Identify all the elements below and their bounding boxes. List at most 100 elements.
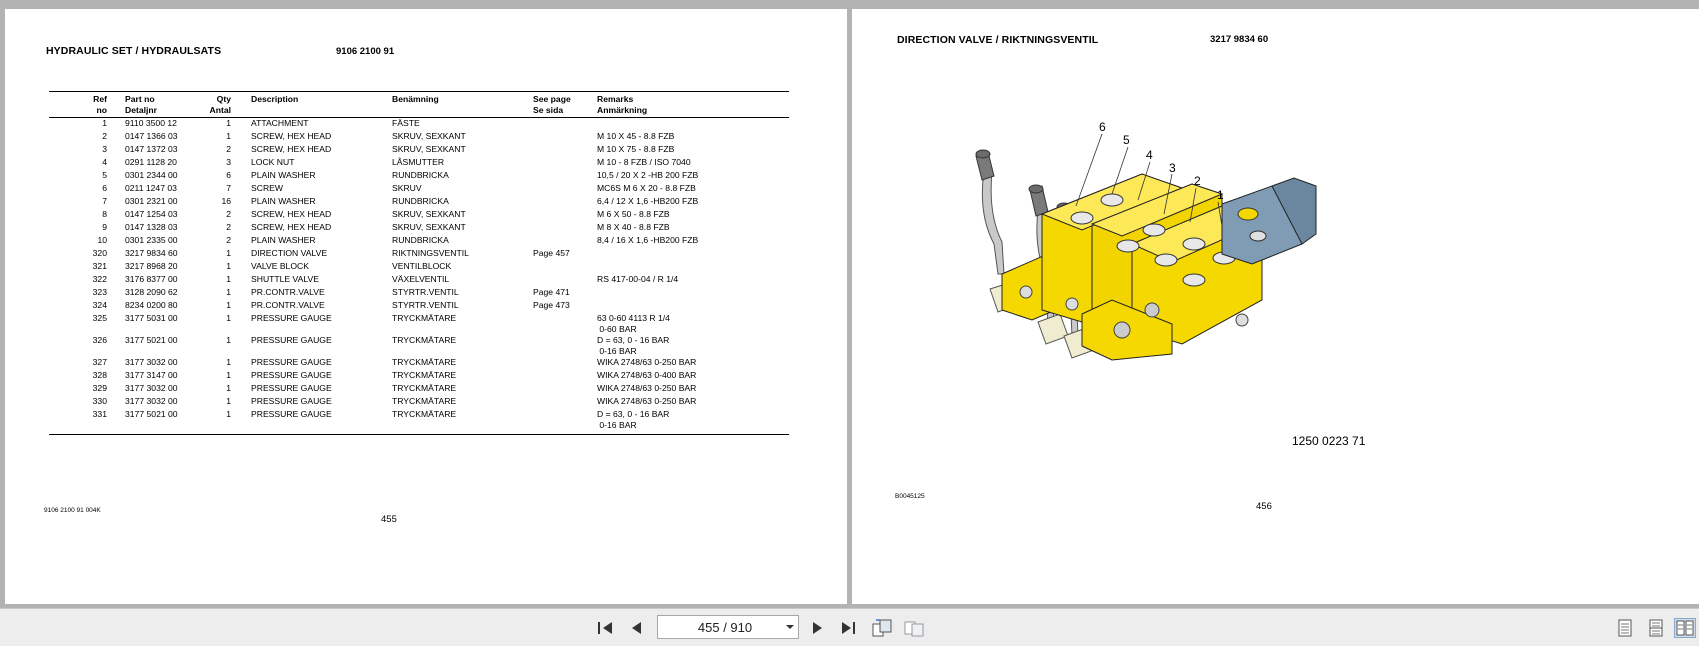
viewer-toolbar: 455 / 910	[0, 608, 1699, 646]
cell-ref: 2	[102, 131, 107, 141]
cell-benamning: LÅSMUTTER	[392, 157, 445, 167]
callout-5: 5	[1123, 133, 1130, 147]
document-number: 3217 9834 60	[1210, 34, 1269, 45]
cell-see-page: Page 473	[533, 300, 570, 310]
chevron-down-icon[interactable]	[782, 624, 798, 630]
cell-benamning: TRYCKMÄTARE	[392, 357, 457, 367]
cell-see-page	[533, 383, 597, 396]
cell-see-page	[533, 357, 597, 370]
cell-description: SCREW, HEX HEAD	[251, 222, 332, 232]
single-page-view-icon	[1618, 619, 1632, 637]
cell-ref: 7	[102, 196, 107, 206]
cell-remarks: 6,4 / 12 X 1,6 -HB200 FZB	[597, 196, 699, 206]
callout-1: 1	[1217, 188, 1224, 202]
cell-benamning: STYRTR.VENTIL	[392, 287, 459, 297]
cell-benamning: SKRUV	[392, 183, 422, 193]
document-viewer[interactable]: HYDRAULIC SET / HYDRAULSATS 9106 2100 91…	[0, 0, 1699, 608]
cell-ref: 320	[92, 248, 107, 258]
cell-remarks: MC6S M 6 X 20 - 8.8 FZB	[597, 183, 696, 193]
prev-page-button[interactable]	[625, 618, 647, 638]
continuous-view-icon	[1649, 619, 1663, 637]
page-indicator: 455 / 910	[697, 619, 753, 635]
cell-remarks: D = 63, 0 - 16 BAR 0-16 BAR	[597, 335, 670, 356]
cell-part-no: 0147 1366 03	[125, 131, 178, 141]
cell-qty: 1	[226, 261, 231, 271]
cell-part-no: 3177 5021 00	[125, 335, 178, 345]
cell-description: DIRECTION VALVE	[251, 248, 328, 258]
cell-description: SCREW	[251, 183, 283, 193]
two-page-view-button[interactable]	[1674, 618, 1696, 638]
cell-qty: 1	[226, 357, 231, 367]
cell-part-no: 3177 5031 00	[125, 313, 178, 323]
cell-remarks: 10,5 / 20 X 2 -HB 200 FZB	[597, 170, 699, 180]
cell-ref: 4	[102, 157, 107, 167]
cell-description: ATTACHMENT	[251, 118, 309, 128]
last-page-button[interactable]	[838, 618, 860, 638]
cell-see-page	[533, 313, 597, 335]
cell-part-no: 3177 3147 00	[125, 370, 178, 380]
prev-page-icon	[632, 622, 641, 634]
cell-description: PLAIN WASHER	[251, 170, 316, 180]
single-page-view-button[interactable]	[1614, 618, 1636, 638]
cell-benamning: FÄSTE	[392, 118, 420, 128]
cell-see-page	[533, 170, 597, 183]
continuous-view-button[interactable]	[1645, 618, 1667, 638]
page-455: HYDRAULIC SET / HYDRAULSATS 9106 2100 91…	[5, 9, 847, 604]
cell-see-page	[533, 144, 597, 157]
page-number: 455	[381, 514, 397, 525]
cell-ref: 6	[102, 183, 107, 193]
cell-description: PRESSURE GAUGE	[251, 335, 332, 345]
cell-description: PRESSURE GAUGE	[251, 370, 332, 380]
cell-part-no: 0211 1247 03	[125, 183, 177, 193]
cell-remarks	[597, 118, 789, 132]
cell-qty: 2	[226, 209, 231, 219]
page-number-select[interactable]: 455 / 910	[657, 615, 799, 639]
cell-description: SCREW, HEX HEAD	[251, 209, 332, 219]
cell-part-no: 3128 2090 62	[125, 287, 178, 297]
cell-qty: 1	[226, 370, 231, 380]
rotate-button[interactable]	[871, 618, 893, 638]
cell-description: SCREW, HEX HEAD	[251, 131, 332, 141]
cell-see-page: Page 471	[533, 287, 570, 297]
footer-code: 9106 2100 91 004K	[44, 507, 101, 514]
cell-see-page	[533, 183, 597, 196]
fit-page-button[interactable]	[903, 618, 925, 638]
cell-ref: 3	[102, 144, 107, 154]
cell-part-no: 3177 3032 00	[125, 396, 178, 406]
cell-ref: 321	[92, 261, 107, 271]
cell-ref: 325	[92, 313, 107, 323]
cell-description: LOCK NUT	[251, 157, 295, 167]
cell-qty: 1	[226, 131, 231, 141]
cell-benamning: TRYCKMÄTARE	[392, 313, 457, 323]
cell-ref: 330	[92, 396, 107, 406]
cell-benamning: TRYCKMÄTARE	[392, 335, 457, 345]
callout-4: 4	[1146, 148, 1153, 162]
cell-benamning: RUNDBRICKA	[392, 170, 449, 180]
cell-part-no: 3217 9834 60	[125, 248, 178, 258]
first-page-button[interactable]	[594, 618, 616, 638]
cell-qty: 1	[226, 287, 231, 297]
callout-6: 6	[1099, 120, 1106, 134]
cell-part-no: 0147 1254 03	[125, 209, 178, 219]
cell-benamning: STYRTR.VENTIL	[392, 300, 459, 310]
cell-part-no: 0147 1328 03	[125, 222, 178, 232]
next-page-button[interactable]	[807, 618, 829, 638]
fit-page-icon	[904, 621, 924, 637]
cell-description: SCREW, HEX HEAD	[251, 144, 332, 154]
cell-qty: 1	[226, 335, 231, 345]
cell-ref: 10	[97, 235, 107, 245]
